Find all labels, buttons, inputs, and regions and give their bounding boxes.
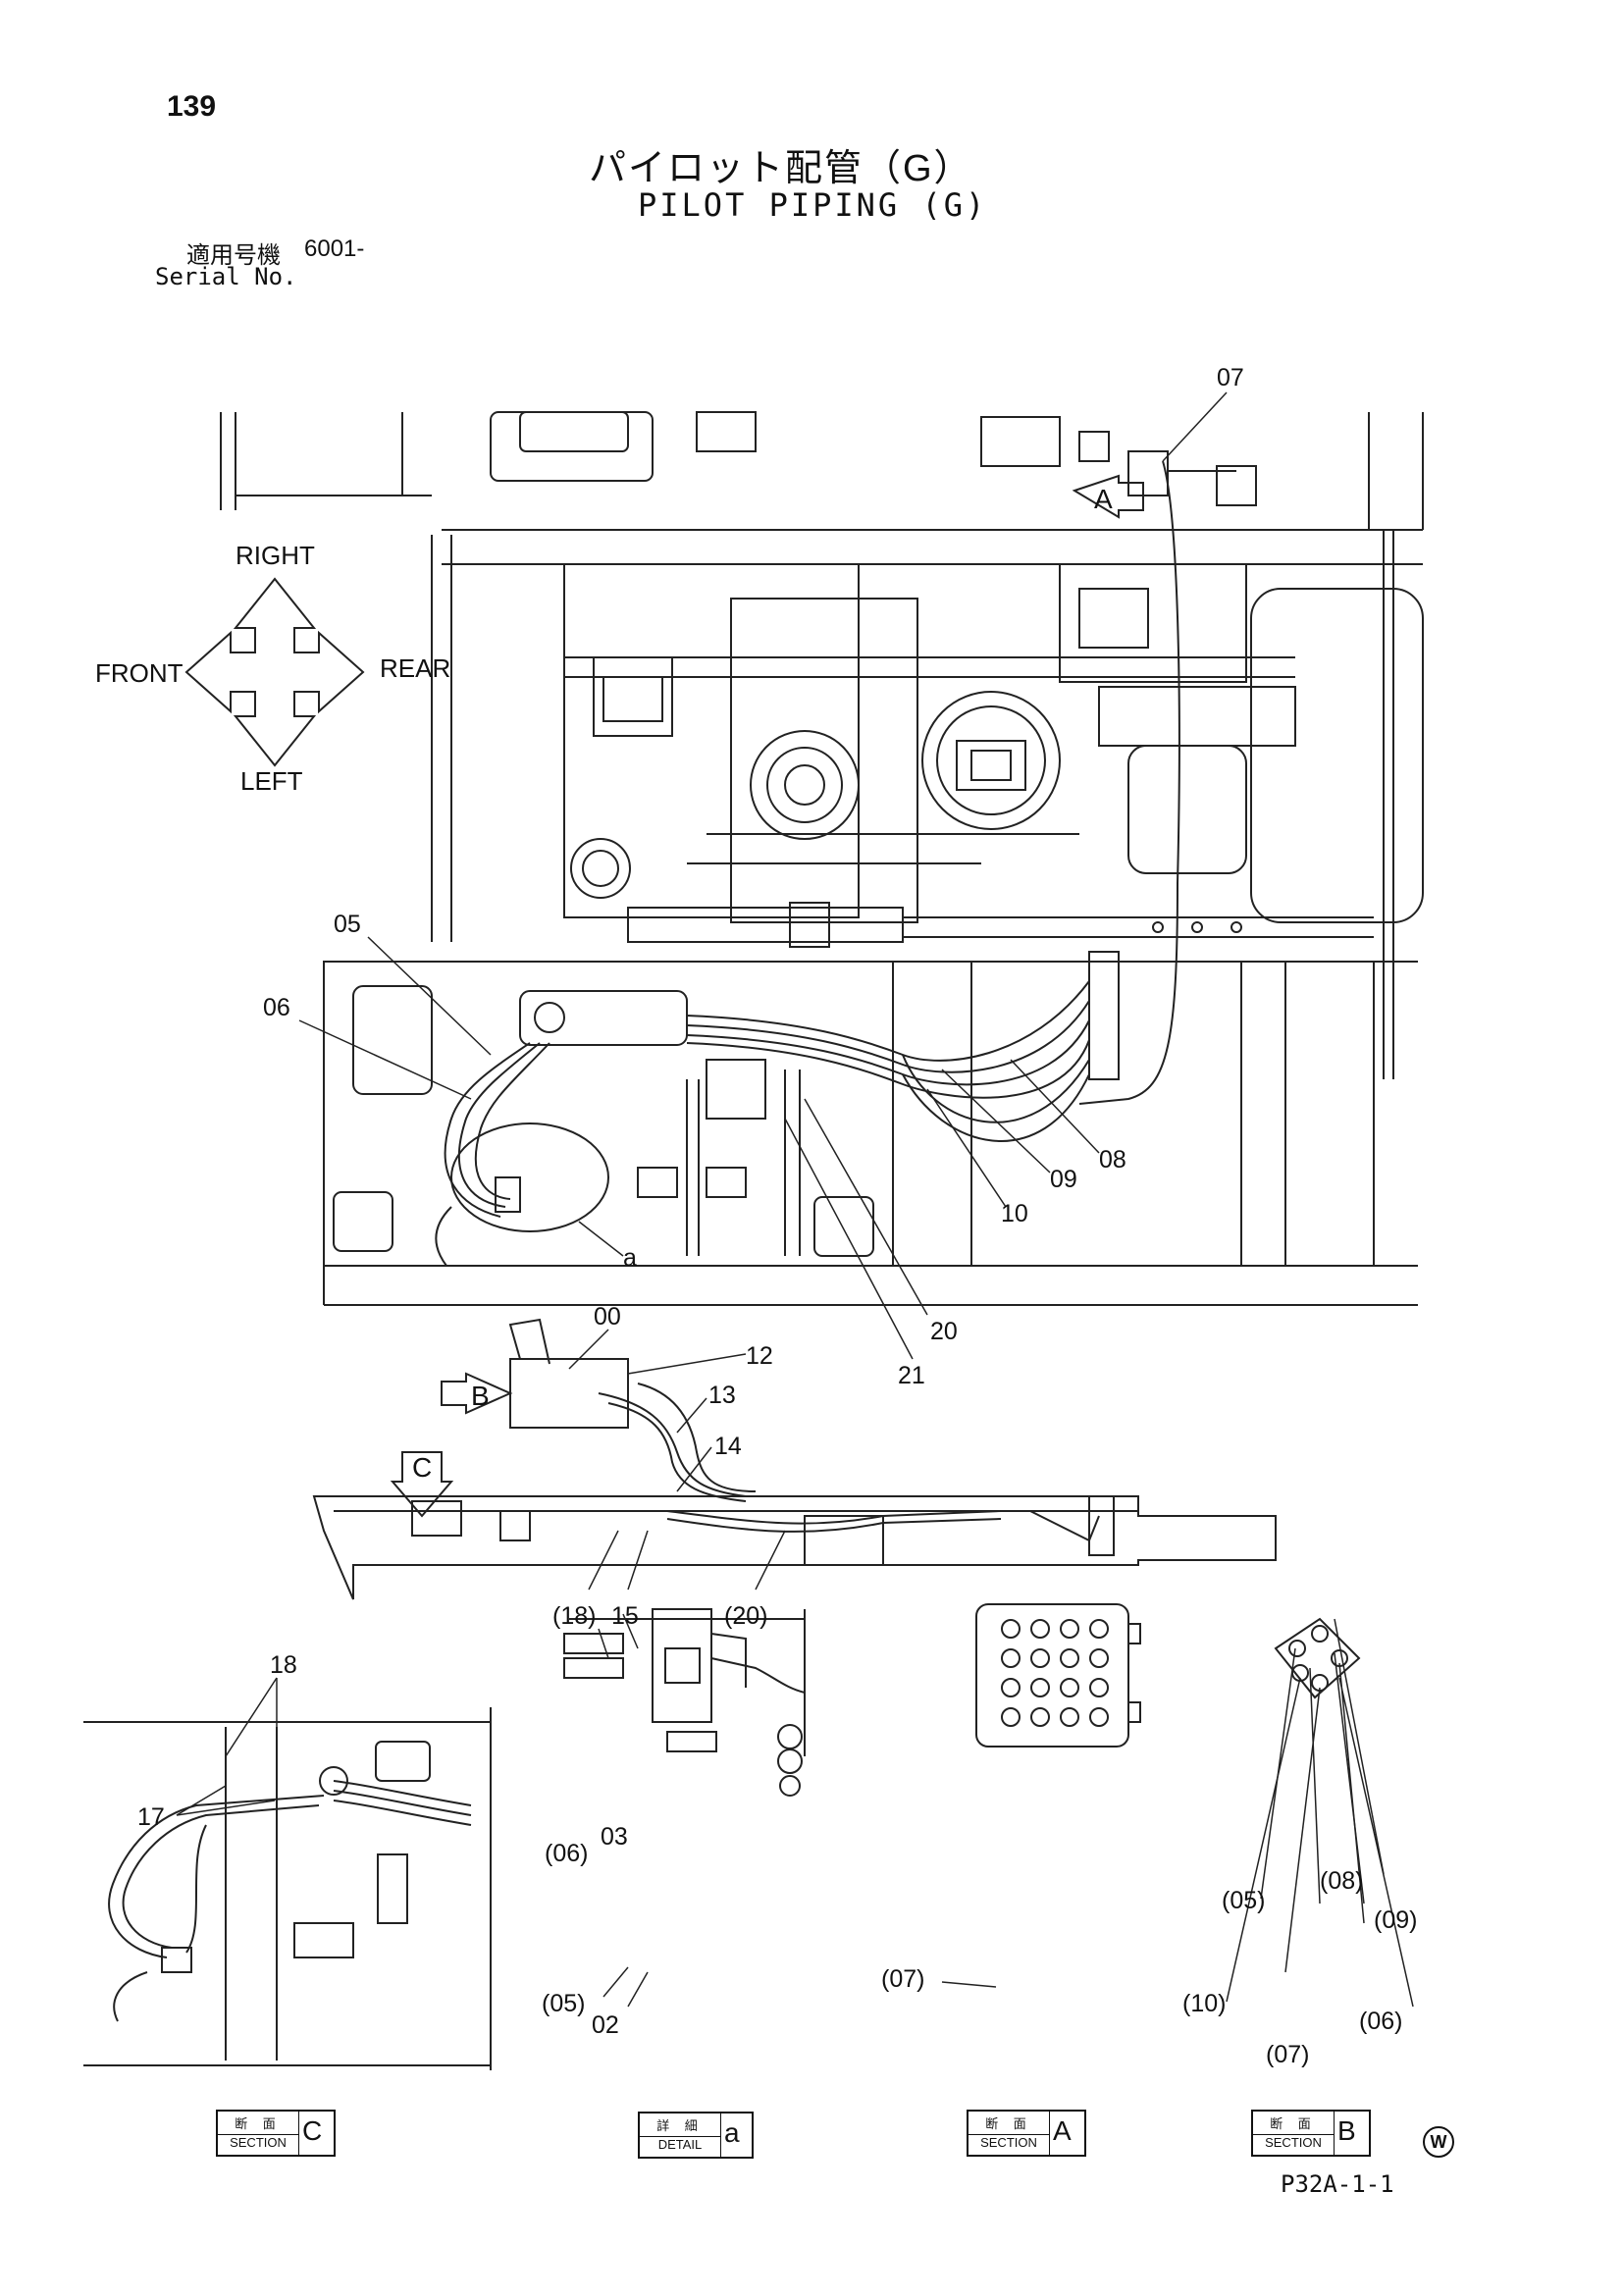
section-b-callout-06: (06) xyxy=(1359,2008,1402,2035)
view-label-detail-a: 詳 細 DETAIL a xyxy=(638,2112,754,2159)
callout-21: 21 xyxy=(898,1362,925,1389)
view-marker-b: B xyxy=(471,1381,490,1411)
callout-17: 17 xyxy=(137,1803,165,1831)
callout-15: 15 xyxy=(611,1602,639,1630)
callout-a: a xyxy=(623,1244,637,1272)
callout-08: 08 xyxy=(1099,1146,1126,1174)
side-view xyxy=(312,1318,1277,1600)
view-marker-letters: A B C xyxy=(412,484,1113,1483)
orientation-left: LEFT xyxy=(240,766,303,796)
view-marker-a: A xyxy=(1094,484,1113,514)
leader-lines xyxy=(176,391,1414,2008)
title-japanese: パイロット配管（G） xyxy=(589,148,973,189)
view-label-en: SECTION xyxy=(1265,2135,1322,2150)
view-arrows xyxy=(390,474,1144,1518)
detail-a-view xyxy=(563,1608,806,1797)
view-label-letter: a xyxy=(724,2117,740,2148)
serial-label-en: Serial No. xyxy=(155,263,297,290)
view-label-section-c: 断 面 SECTION C xyxy=(216,2110,336,2157)
view-label-jp: 詳 細 xyxy=(640,2115,720,2137)
section-b-callout-05: (05) xyxy=(1222,1887,1265,1914)
serial-value: 6001- xyxy=(304,235,365,262)
callout-20-paren: (20) xyxy=(724,1602,767,1630)
orientation-compass xyxy=(184,577,365,767)
view-label-letter: C xyxy=(302,2115,323,2146)
orientation-labels: RIGHT LEFT FRONT REAR xyxy=(95,541,450,796)
callout-06: 06 xyxy=(263,994,290,1021)
view-label-letter: A xyxy=(1053,2115,1072,2146)
callout-09: 09 xyxy=(1050,1166,1077,1193)
section-b-callout-07: (07) xyxy=(1266,2041,1309,2068)
main-frame-view xyxy=(220,411,1424,1306)
orientation-front: FRONT xyxy=(95,658,183,688)
callout-13: 13 xyxy=(708,1382,736,1409)
callout-12: 12 xyxy=(746,1342,773,1370)
view-label-en: SECTION xyxy=(980,2135,1037,2150)
callout-00: 00 xyxy=(594,1303,621,1331)
view-marker-c: C xyxy=(412,1452,432,1483)
view-label-section-a: 断 面 SECTION A xyxy=(967,2110,1086,2157)
callout-labels: 07 05 06 a 08 09 10 20 21 00 12 13 14 (1… xyxy=(137,364,1417,2068)
section-b-callout-08: (08) xyxy=(1320,1867,1363,1895)
callout-14: 14 xyxy=(714,1433,742,1460)
orientation-right: RIGHT xyxy=(236,541,315,570)
page-number: 139 xyxy=(167,90,217,123)
section-a-view xyxy=(975,1603,1141,1748)
section-b-view xyxy=(1274,1617,1361,1699)
orientation-rear: REAR xyxy=(380,653,450,683)
page-code: P32A-1-1 xyxy=(1281,2170,1394,2198)
section-b-callout-09: (09) xyxy=(1374,1906,1417,1934)
view-label-section-b: 断 面 SECTION B xyxy=(1251,2110,1371,2157)
callout-05: 05 xyxy=(334,911,361,938)
section-a-callout-07: (07) xyxy=(881,1965,924,1993)
callout-07-top: 07 xyxy=(1217,364,1244,391)
callout-18-paren: (18) xyxy=(552,1602,596,1630)
callout-10: 10 xyxy=(1001,1200,1028,1227)
title-english: PILOT PIPING (G) xyxy=(638,186,988,224)
callout-20: 20 xyxy=(930,1318,958,1345)
section-c-view xyxy=(83,1707,492,2070)
watermark-w: W xyxy=(1423,2126,1454,2158)
detail-callout-06: (06) xyxy=(545,1840,588,1867)
serial-label-jp: 適用号機 xyxy=(186,242,281,269)
section-b-callout-10: (10) xyxy=(1182,1990,1226,2017)
view-label-jp: 断 面 xyxy=(969,2113,1049,2135)
view-label-en: DETAIL xyxy=(657,2137,703,2152)
view-label-en: SECTION xyxy=(230,2135,287,2150)
view-label-jp: 断 面 xyxy=(218,2113,298,2135)
view-label-jp: 断 面 xyxy=(1253,2113,1334,2135)
view-label-letter: B xyxy=(1337,2115,1356,2146)
callout-18: 18 xyxy=(270,1651,297,1679)
detail-callout-05: (05) xyxy=(542,1990,585,2017)
detail-callout-03: 03 xyxy=(601,1823,628,1851)
detail-callout-02: 02 xyxy=(592,2011,619,2039)
